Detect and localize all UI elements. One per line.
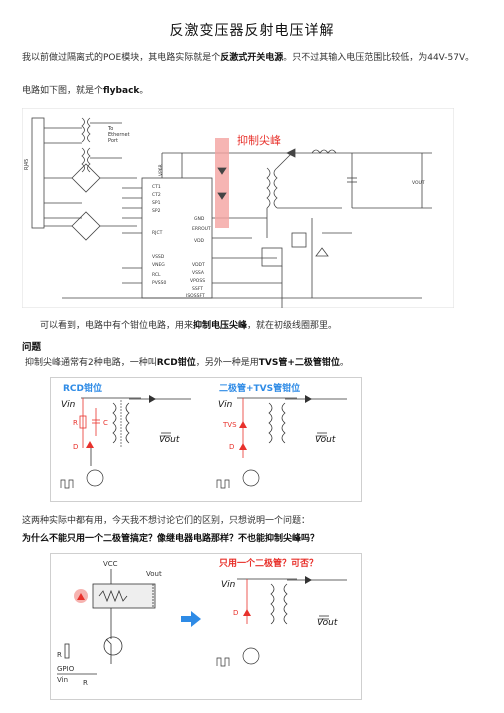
tvs-vin: Vin	[218, 400, 233, 410]
rcd-vout: Vout	[159, 435, 180, 445]
tvs-label: TVS	[222, 421, 237, 429]
svg-text:SSFT: SSFT	[192, 286, 203, 292]
svg-text:VDDT: VDDT	[192, 262, 205, 268]
circuit-line-text: 电路如下图，就是个	[22, 86, 104, 96]
svg-text:RJCT: RJCT	[152, 230, 163, 236]
tvs-vout: Vout	[315, 435, 336, 445]
circuit-line-tail: 。	[139, 86, 149, 96]
poe-schematic: To Ethernet Port RJ45 CT1 CT2 SP1 SP2 RJ…	[22, 108, 454, 308]
intro-paragraph: 我以前做过隔离式的POE模块，其电路实际就是个反激式开关电源。只不过其输入电压范…	[22, 52, 477, 65]
svg-text:VPOSS: VPOSS	[190, 278, 205, 284]
svg-text:SP1: SP1	[152, 200, 161, 206]
circuit-line-bold: flyback	[103, 86, 140, 96]
svg-text:RCL: RCL	[152, 272, 161, 278]
tvs-circuit: Vin TVS D Vout	[216, 395, 347, 489]
diode-only-title: 只用一个二极管？可否？	[219, 557, 318, 569]
svg-text:VSSD: VSSD	[152, 254, 165, 260]
diode-vout: Vout	[317, 618, 338, 628]
svg-text:Port: Port	[108, 138, 118, 144]
rcd-circuit: Vin R C D Vout	[60, 395, 191, 489]
svg-text:VP6R: VP6R	[158, 164, 164, 176]
line3: 这两种实际中都有用，今天我不想讨论它们的区别，只想说明一个问题：	[22, 516, 311, 526]
svg-text:Ethernet: Ethernet	[108, 132, 130, 138]
question: 为什么不能只用一个二极管搞定？像继电器电路那样？不也能抑制尖峰吗？	[22, 534, 320, 544]
svg-text:GND: GND	[194, 216, 205, 222]
problem-text-b: ，另外一种是用	[195, 358, 259, 368]
relay-r: R	[57, 651, 62, 659]
svg-text:ISOSSFT: ISOSSFT	[186, 293, 205, 299]
relay-vcc: VCC	[103, 560, 118, 568]
caption1-text: 可以看到，电路中有个钳位电路，用来	[40, 321, 194, 331]
problem-text-c: 。	[339, 358, 349, 368]
svg-text:VSSA: VSSA	[192, 270, 205, 276]
rcd-r: R	[73, 419, 78, 427]
problem-text: 抑制尖峰通常有2种电路，一种叫	[25, 358, 157, 368]
problem-paragraph: 抑制尖峰通常有2种电路，一种叫RCD钳位，另外一种是用TVS管+二极管钳位。	[25, 357, 480, 370]
rcd-d: D	[73, 443, 78, 451]
arrow-right-icon	[181, 611, 201, 627]
caption1-bold: 抑制电压尖峰	[193, 321, 248, 331]
section-title: 问题	[22, 342, 42, 353]
svg-text:CT1: CT1	[152, 184, 161, 190]
spike-annotation: 抑制尖峰	[237, 133, 281, 147]
diode-vin: Vin	[221, 580, 236, 590]
circuit-line: 电路如下图，就是个flyback。	[22, 85, 477, 98]
clamp-figure: RCD钳位 二极管+TVS管钳位 Vin R C D Vout	[50, 377, 362, 502]
intro-text: 我以前做过隔离式的POE模块，其电路实际就是个	[22, 53, 221, 63]
intro-text-tail: 。只不过其输入电压范围比较低，为44V-57V。	[283, 53, 475, 63]
clamp-diagram: RCD钳位 二极管+TVS管钳位 Vin R C D Vout	[60, 382, 347, 489]
intro-bold: 反激式开关电源	[220, 53, 284, 63]
rcd-title: RCD钳位	[63, 382, 102, 394]
page-title: 反激变压器反射电压详解	[169, 23, 335, 39]
relay-r2: R	[83, 679, 88, 687]
tvs-d: D	[229, 443, 234, 451]
relay-vin: Vin	[57, 676, 68, 684]
rcd-c: C	[103, 419, 108, 427]
relay-gpio: GPIO	[57, 665, 75, 673]
vout-label: VOUT	[412, 180, 425, 186]
caption1-tail: ，就在初级线圈那里。	[247, 321, 338, 331]
caption1: 可以看到，电路中有个钳位电路，用来抑制电压尖峰，就在初级线圈那里。	[40, 320, 495, 333]
problem-bold-b: TVS管+二极管钳位	[258, 358, 340, 368]
rj45-label: RJ45	[24, 159, 30, 170]
tvs-title: 二极管+TVS管钳位	[219, 382, 300, 394]
svg-text:SP2: SP2	[152, 208, 161, 214]
svg-text:ERROUT: ERROUT	[192, 226, 211, 232]
relay-vout: Vout	[146, 570, 162, 578]
svg-text:VDD: VDD	[194, 238, 205, 244]
relay-diagram: VCC Vout R GPIO Vin R 只用一个二极管？可否？ Vin D …	[57, 557, 347, 687]
diode-d: D	[233, 609, 238, 617]
svg-text:VNEG: VNEG	[152, 262, 165, 268]
svg-text:To: To	[107, 126, 113, 132]
svg-text:CT2: CT2	[152, 192, 161, 198]
rcd-vin: Vin	[61, 400, 76, 410]
relay-figure: VCC Vout R GPIO Vin R 只用一个二极管？可否？ Vin D …	[50, 553, 362, 700]
svg-text:PVSS0: PVSS0	[152, 280, 167, 286]
problem-bold-a: RCD钳位	[156, 358, 196, 368]
